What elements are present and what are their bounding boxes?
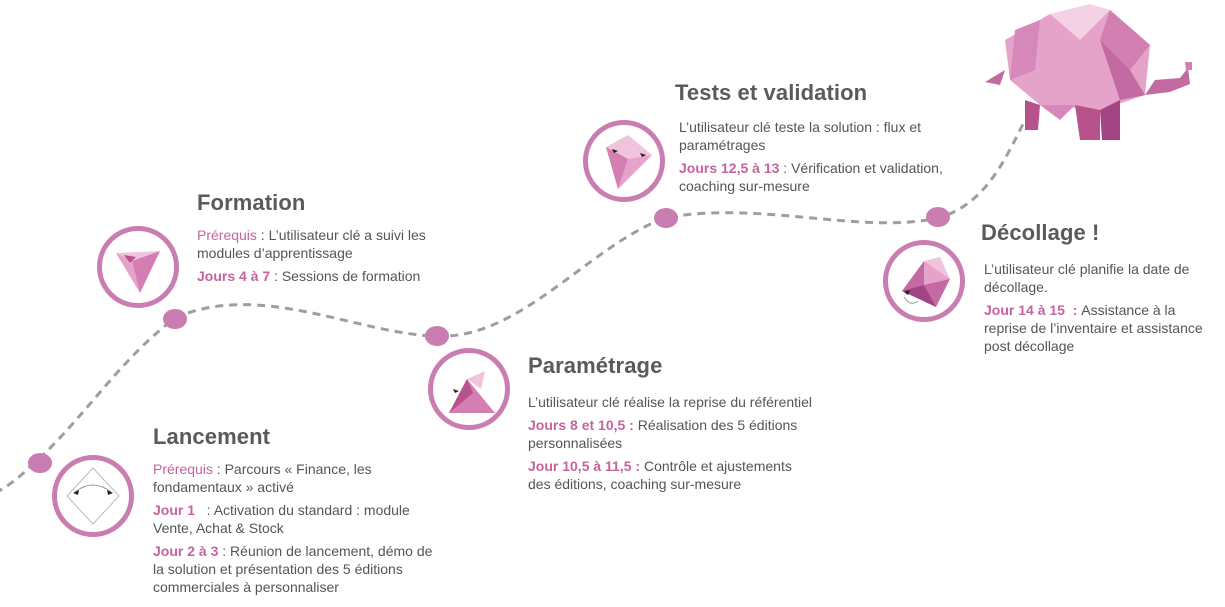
- step-line-sep: :: [212, 461, 225, 477]
- step-line-text: Activation du standard : module Vente, A…: [153, 502, 410, 536]
- origami-kite-icon: [97, 226, 179, 308]
- step-title: Lancement: [153, 424, 271, 449]
- step-line-text: Réunion de lancement, démo de la solutio…: [153, 543, 433, 595]
- step-line: Prérequis : L’utilisateur clé a suivi le…: [197, 226, 452, 262]
- step-formation: Formation Prérequis : L’utilisateur clé …: [197, 190, 452, 290]
- step-line-text: Parcours « Finance, les fondamentaux » a…: [153, 461, 372, 495]
- step-lancement: Lancement Prérequis : Parcours « Finance…: [153, 424, 438, 601]
- step-line-sep: :: [1064, 302, 1082, 318]
- origami-fold-icon: [52, 455, 134, 537]
- step-line-sep: :: [256, 227, 269, 243]
- step-line: Jour 1 : Activation du standard : module…: [153, 501, 438, 537]
- step-line-label: Prérequis: [153, 461, 213, 477]
- step-line-text: L’utilisateur clé planifie la date de dé…: [984, 261, 1190, 295]
- step-line: Jour 14 à 15 : Assistance à la reprise d…: [981, 301, 1216, 355]
- origami-gem-icon: [883, 240, 965, 322]
- origami-triangle-icon: [428, 348, 510, 430]
- step-line-text: Assistance à la reprise de l’inventaire …: [984, 302, 1203, 354]
- step-line-text: Sessions de formation: [281, 268, 421, 284]
- step-line: L’utilisateur clé planifie la date de dé…: [981, 260, 1216, 296]
- origami-cone-icon: [583, 120, 665, 202]
- origami-elephant-icon: [985, 4, 1192, 140]
- step-title: Tests et validation: [675, 80, 868, 105]
- step-line-label: Jour 1: [153, 502, 196, 518]
- step-line: Jour 2 à 3 : Réunion de lancement, démo …: [153, 542, 438, 596]
- step-line-sep: :: [625, 417, 638, 433]
- step-line-text: Contrôle et ajustements des éditions, co…: [528, 458, 792, 492]
- step-line: Prérequis : Parcours « Finance, les fond…: [153, 460, 438, 496]
- timeline-dot-decollage: [926, 207, 950, 227]
- step-line-label: Jours 4 à 7: [197, 268, 271, 284]
- step-line-label: Jours 8 et 10,5: [528, 417, 626, 433]
- step-line: L’utilisateur clé teste la solution : fl…: [675, 118, 943, 154]
- step-line-sep: :: [270, 268, 282, 284]
- timeline-dot-parametrage: [425, 326, 449, 346]
- step-title: Paramétrage: [528, 353, 663, 378]
- step-line-label: Jour 10,5 à 11,5: [528, 458, 632, 474]
- step-line: Jour 10,5 à 11,5 : Contrôle et ajustemen…: [528, 457, 818, 493]
- step-tests-validation: Tests et validation L’utilisateur clé te…: [675, 80, 943, 200]
- step-line-text: L’utilisateur clé teste la solution : fl…: [679, 119, 922, 153]
- step-line-label: Prérequis: [197, 227, 257, 243]
- step-line-text: L’utilisateur clé a suivi les modules d’…: [197, 227, 426, 261]
- step-line-sep: :: [218, 543, 231, 559]
- timeline-dot-tests: [654, 208, 678, 228]
- step-line-sep: :: [631, 458, 644, 474]
- step-parametrage: Paramétrage L’utilisateur clé réalise la…: [528, 353, 818, 498]
- timeline-dot-formation: [163, 309, 187, 329]
- step-line: L’utilisateur clé réalise la reprise du …: [528, 393, 818, 411]
- step-line-text: L’utilisateur clé réalise la reprise du …: [528, 394, 813, 410]
- step-line-sep: :: [779, 160, 792, 176]
- timeline-dot-lancement: [28, 453, 52, 473]
- step-title: Formation: [197, 190, 306, 215]
- step-line: Jours 8 et 10,5 : Réalisation des 5 édit…: [528, 416, 818, 452]
- step-line: Jours 12,5 à 13 : Vérification et valida…: [675, 159, 943, 195]
- step-title: Décollage !: [981, 220, 1100, 245]
- step-decollage: Décollage ! L’utilisateur clé planifie l…: [981, 220, 1216, 360]
- step-line: Jours 4 à 7 : Sessions de formation: [197, 267, 452, 285]
- step-line-label: Jour 2 à 3: [153, 543, 219, 559]
- step-line-sep: :: [195, 502, 214, 518]
- step-line-text: Réalisation des 5 éditions personnalisée…: [528, 417, 798, 451]
- step-line-label: Jours 12,5 à 13: [679, 160, 780, 176]
- step-line-label: Jour 14 à 15: [984, 302, 1065, 318]
- step-line-text: Vérification et validation, coaching sur…: [679, 160, 943, 194]
